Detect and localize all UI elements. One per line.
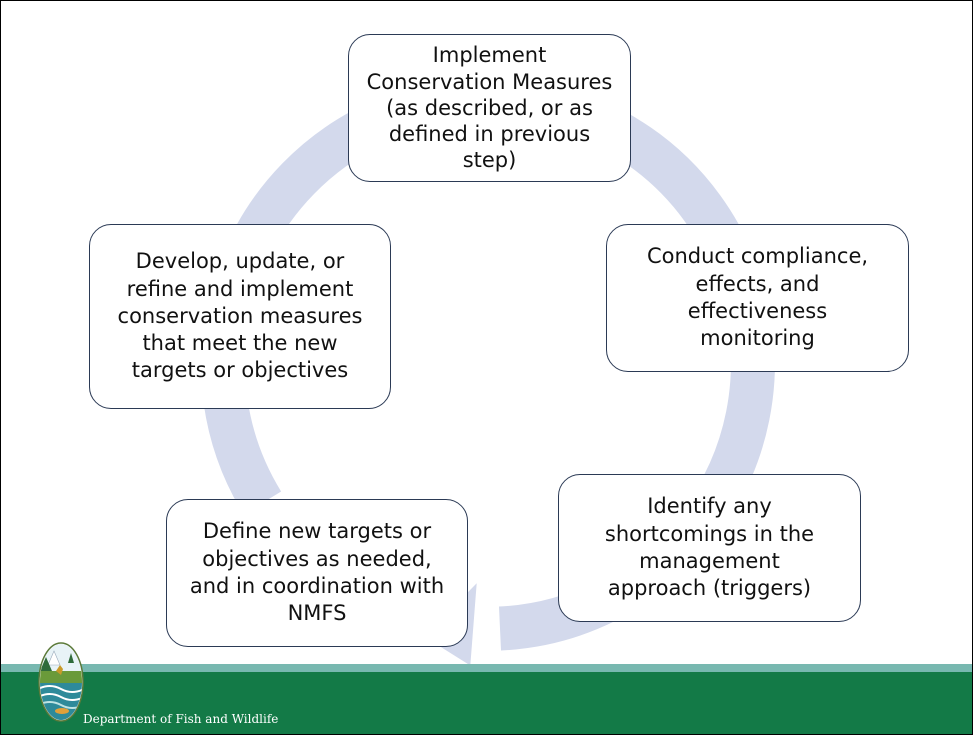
step-identify-box: Identify any shortcomings in the managem… bbox=[558, 474, 861, 622]
step-define-text: Define new targets or objectives as need… bbox=[189, 519, 445, 626]
step-implement-box: Implement Conservation Measures (as desc… bbox=[348, 34, 631, 182]
step-monitor-box: Conduct compliance, effects, and effecti… bbox=[606, 224, 909, 372]
footer-bar bbox=[1, 672, 972, 734]
step-develop-box: Develop, update, or refine and implement… bbox=[89, 224, 391, 409]
step-identify-text: Identify any shortcomings in the managem… bbox=[604, 494, 815, 601]
footer-accent-band bbox=[1, 664, 972, 672]
wdfw-seal-icon bbox=[38, 642, 84, 722]
step-implement-text: Implement Conservation Measures (as desc… bbox=[366, 43, 613, 173]
step-develop-text: Develop, update, or refine and implement… bbox=[117, 249, 363, 383]
step-monitor-text: Conduct compliance, effects, and effecti… bbox=[646, 244, 869, 351]
footer-department-name: Department of Fish and Wildlife bbox=[83, 712, 279, 726]
step-define-box: Define new targets or objectives as need… bbox=[166, 499, 468, 647]
